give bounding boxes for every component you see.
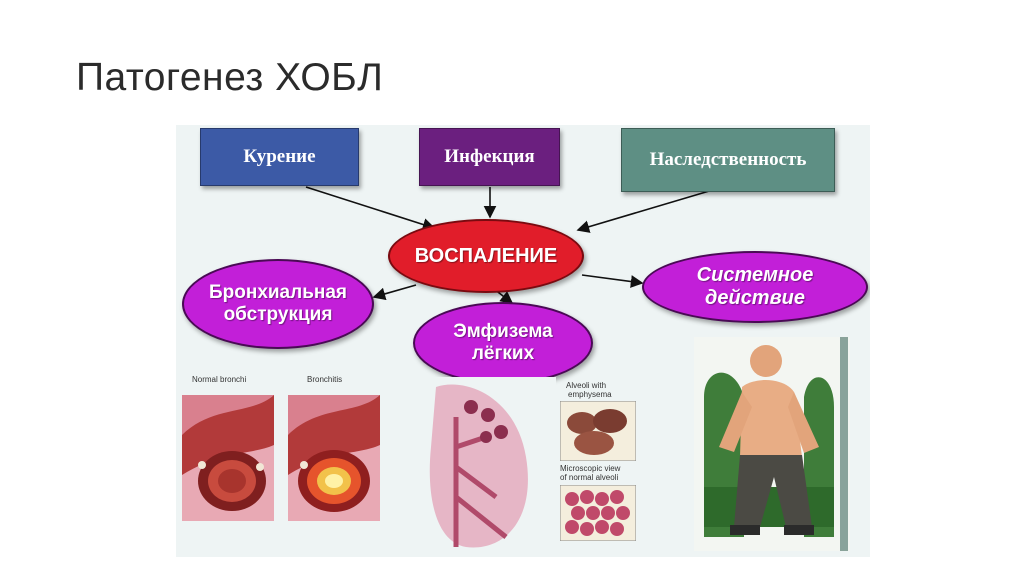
alveoli-emphysema-label-2: emphysema: [568, 390, 612, 399]
normal-bronchi-image: [182, 395, 274, 521]
bronchitis-image: [288, 395, 380, 521]
normal-alveoli-image: [560, 485, 636, 541]
page-title: Патогенез ХОБЛ: [76, 56, 384, 99]
lung-image: [426, 377, 556, 552]
smoking-label: Курение: [243, 146, 316, 167]
diagram-panel: Курение Инфекция Наследственность ВОСПАЛ…: [176, 125, 870, 557]
emphysema-line-1: Эмфизема: [453, 321, 553, 343]
systemic-line-2: действие: [704, 287, 806, 309]
bronchial-line-1: Бронхиальная: [208, 282, 348, 304]
systemic-action-ellipse: Системное действие: [642, 251, 868, 323]
arrow-bronchial: [372, 284, 417, 301]
infection-label: Инфекция: [444, 146, 535, 167]
bronchitis-label: Bronchitis: [307, 375, 343, 384]
emphysema-ellipse: Эмфизема лёгких: [413, 302, 593, 384]
smoking-box: Курение: [200, 128, 359, 186]
emphysema-line-2: лёгких: [471, 343, 535, 364]
arrow-heredity: [576, 188, 717, 233]
alveoli-emphysema-label-1: Alveoli with: [566, 381, 607, 390]
arrow-systemic: [581, 274, 644, 288]
arrow-layer: [305, 186, 717, 304]
alveoli-emphysema-image: [560, 401, 636, 461]
patient-image: [694, 337, 850, 551]
heredity-box: Наследственность: [621, 128, 835, 192]
infection-box: Инфекция: [419, 128, 560, 186]
normal-bronchi-label: Normal bronchi: [192, 375, 247, 384]
inflammation-label: ВОСПАЛЕНИЕ: [414, 244, 558, 267]
systemic-line-1: Системное: [696, 264, 814, 286]
bronchial-obstruction-ellipse: Бронхиальная обструкция: [182, 259, 374, 349]
normal-alveoli-label-2: of normal alveoli: [560, 473, 619, 482]
heredity-label: Наследственность: [649, 149, 807, 170]
normal-alveoli-label-1: Microscopic view: [560, 464, 621, 473]
arrow-smoking: [305, 186, 436, 231]
inflammation-ellipse: ВОСПАЛЕНИЕ: [388, 219, 584, 293]
bronchial-line-2: обструкция: [223, 304, 333, 325]
